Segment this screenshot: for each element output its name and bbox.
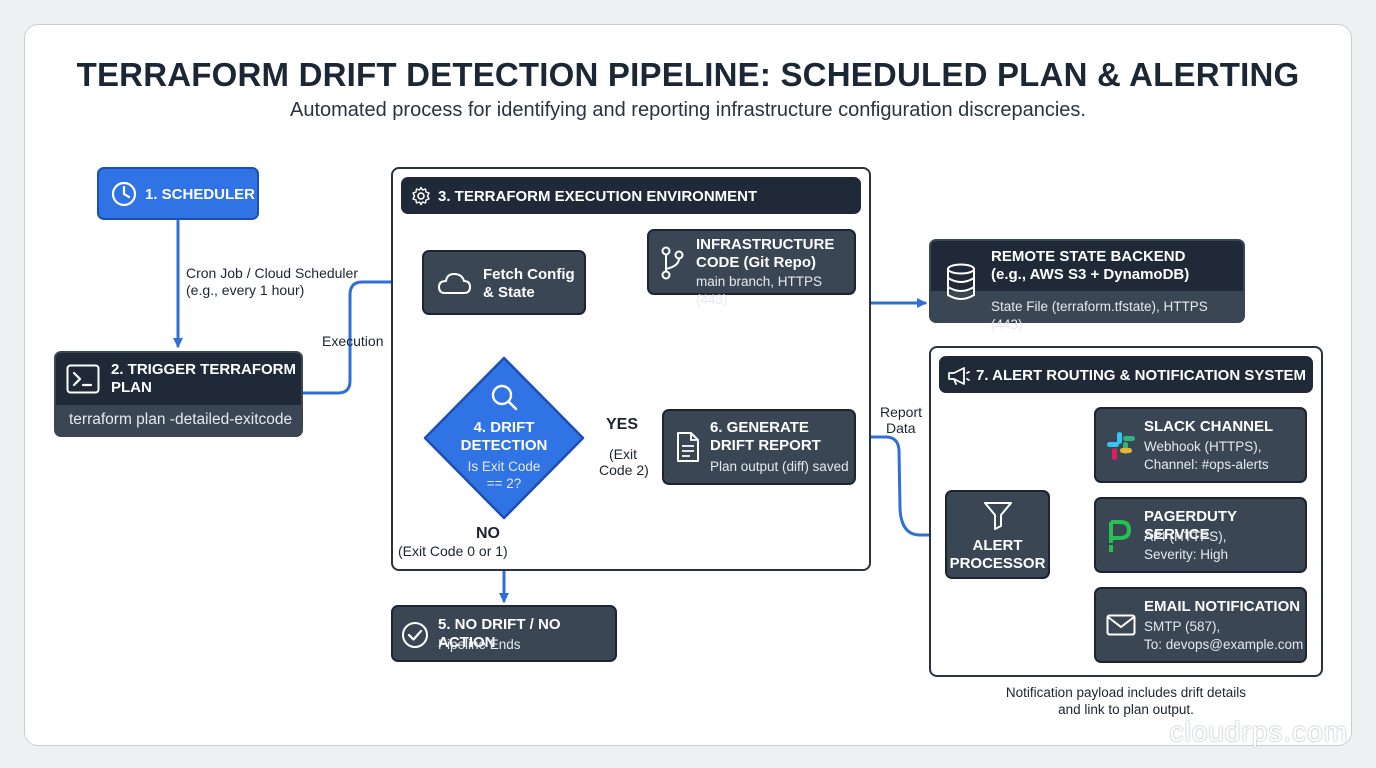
drift-report-box[interactable]: 6. GENERATE DRIFT REPORT Plan output (di… — [662, 409, 856, 485]
processor-line1: ALERT — [972, 537, 1023, 554]
trigger-title-line2: PLAN — [111, 379, 152, 396]
check-circle-icon — [402, 622, 428, 648]
report-data-label-line2: Data — [886, 420, 916, 436]
alert-processor-box[interactable]: ALERT PROCESSOR — [945, 490, 1050, 579]
pagerduty-detail-line2: Severity: High — [1144, 547, 1229, 562]
cron-label-line1: Cron Job / Cloud Scheduler — [186, 265, 358, 281]
clock-icon — [111, 181, 137, 207]
document-icon — [677, 432, 699, 462]
pagerduty-service-box[interactable]: PAGERDUTY SERVICE API (HTTPS), Severity:… — [1094, 497, 1307, 573]
yes-label: YES — [606, 416, 639, 433]
filter-icon — [984, 502, 1012, 530]
remote-state-detail: State File (terraform.tfstate), HTTPS (4… — [991, 299, 1208, 332]
drift-question-line2: == 2? — [486, 476, 522, 491]
report-title-line1: 6. GENERATE — [710, 419, 809, 436]
slack-title: SLACK CHANNEL — [1144, 418, 1274, 435]
drift-line1: 4. DRIFT — [473, 419, 535, 436]
no-drift-box[interactable]: 5. NO DRIFT / NO ACTION Pipeline Ends — [391, 605, 617, 662]
trigger-plan-header — [56, 353, 301, 405]
watermark: cloudrps.com — [1169, 716, 1348, 747]
trigger-command: terraform plan -detailed-exitcode — [69, 411, 293, 428]
alert-routing-header: 7. ALERT ROUTING & NOTIFICATION SYSTEM — [939, 356, 1313, 393]
report-title-line2: DRIFT REPORT — [710, 437, 821, 454]
report-detail: Plan output (diff) saved — [710, 459, 849, 474]
remote-state-title-line2: (e.g., AWS S3 + DynamoDB) — [991, 266, 1190, 283]
git-branch-icon — [661, 246, 684, 280]
email-title: EMAIL NOTIFICATION — [1144, 598, 1301, 615]
email-notification-box[interactable]: EMAIL NOTIFICATION SMTP (587), To: devop… — [1094, 587, 1307, 663]
drift-line2: DETECTION — [460, 437, 548, 454]
drift-question-line1: Is Exit Code — [467, 459, 541, 474]
fetch-line2: & State — [483, 284, 535, 301]
yes-sub-line1: (Exit — [609, 446, 637, 462]
remote-state-backend-box[interactable]: REMOTE STATE BACKEND (e.g., AWS S3 + Dyn… — [929, 239, 1245, 332]
execution-environment-header: 3. TERRAFORM EXECUTION ENVIRONMENT — [401, 177, 861, 214]
diagram-subtitle: Automated process for identifying and re… — [290, 99, 1086, 121]
cloud-icon — [437, 272, 472, 294]
no-sub: (Exit Code 0 or 1) — [398, 543, 508, 559]
execution-label: Execution — [322, 333, 384, 349]
no-drift-detail: Pipeline Ends — [438, 637, 521, 652]
infra-detail: main branch, HTTPS (443) — [696, 274, 823, 307]
footnote-line2: and link to plan output. — [1058, 702, 1194, 717]
diagram-title: TERRAFORM DRIFT DETECTION PIPELINE: SCHE… — [76, 56, 1300, 93]
email-detail-line1: SMTP (587), — [1144, 619, 1221, 634]
remote-state-header — [931, 241, 1243, 291]
drift-detection-diamond[interactable] — [422, 355, 586, 521]
pagerduty-icon — [1109, 520, 1131, 552]
trigger-title-line1: 2. TRIGGER TERRAFORM — [111, 361, 297, 378]
yes-sub-line2: Code 2) — [599, 462, 649, 478]
megaphone-icon — [948, 367, 970, 385]
arrow-report-to-processor — [854, 435, 942, 540]
pagerduty-title: PAGERDUTY SERVICE — [1144, 508, 1237, 543]
email-detail-line2: To: devops@example.com — [1144, 637, 1304, 652]
terminal-icon — [66, 364, 100, 394]
processor-line2: PROCESSOR — [949, 555, 1046, 572]
remote-state-title-line1: REMOTE STATE BACKEND — [991, 248, 1186, 265]
scheduler-box[interactable]: 1. SCHEDULER — [97, 167, 259, 220]
scheduler-label: 1. SCHEDULER — [145, 186, 256, 203]
magnifier-icon — [491, 384, 518, 411]
alert-routing-title: 7. ALERT ROUTING & NOTIFICATION SYSTEM — [976, 367, 1306, 384]
cron-label-line2: (e.g., every 1 hour) — [186, 282, 305, 298]
fetch-config-box[interactable]: Fetch Config & State — [422, 250, 586, 315]
report-data-label-line1: Report — [880, 404, 923, 420]
database-icon — [947, 263, 975, 300]
gear-icon — [412, 186, 430, 206]
slack-detail-line2: Channel: #ops-alerts — [1144, 457, 1269, 472]
execution-environment-title: 3. TERRAFORM EXECUTION ENVIRONMENT — [438, 188, 758, 205]
trigger-plan-box[interactable]: 2. TRIGGER TERRAFORM PLAN terraform plan… — [54, 351, 303, 437]
no-drift-title: 5. NO DRIFT / NO ACTION — [438, 616, 561, 651]
infrastructure-code-box[interactable]: INFRASTRUCTURE CODE (Git Repo) main bran… — [647, 229, 856, 307]
infra-title-line2: CODE (Git Repo) — [696, 254, 816, 271]
slack-channel-box[interactable]: SLACK CHANNEL Webhook (HTTPS), Channel: … — [1094, 407, 1307, 483]
infra-title-line1: INFRASTRUCTURE — [696, 236, 835, 253]
envelope-icon — [1106, 614, 1136, 636]
arrow-trigger-to-fetch — [300, 277, 418, 395]
no-label: NO — [476, 525, 500, 542]
pagerduty-detail-line1: API (HTTPS), — [1144, 529, 1227, 544]
fetch-line1: Fetch Config — [483, 266, 575, 283]
footnote-line1: Notification payload includes drift deta… — [1005, 685, 1247, 700]
slack-detail-line1: Webhook (HTTPS), — [1144, 439, 1262, 454]
slack-icon — [1107, 432, 1135, 460]
